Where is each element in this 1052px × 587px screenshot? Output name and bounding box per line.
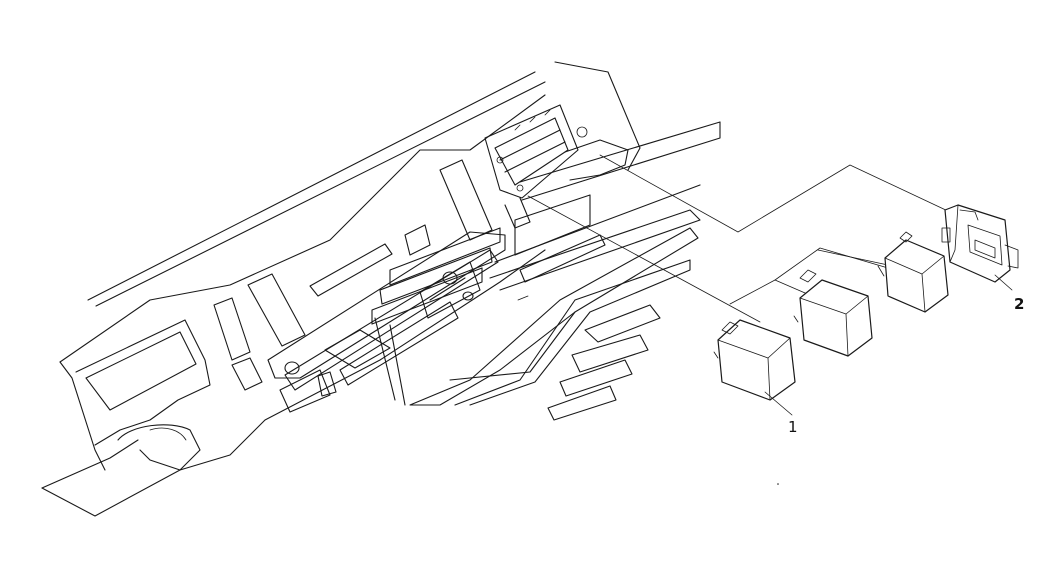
relay-unit-front (713, 319, 796, 401)
connector-bracket (941, 204, 1019, 283)
leader-lines (527, 154, 951, 323)
callout-label-bracket: 2 (1014, 295, 1024, 313)
relay-mounting-bracket (484, 104, 629, 229)
callout-leader-1 (764, 391, 793, 416)
relay-unit-rear (877, 231, 949, 313)
stray-dot (777, 483, 779, 485)
cutaway-panel-lines (371, 121, 721, 421)
dashboard-panel (41, 61, 641, 517)
relay-unit-middle (793, 269, 873, 357)
callout-label-relay: 1 (788, 418, 798, 436)
callout-leader-2 (994, 274, 1013, 291)
